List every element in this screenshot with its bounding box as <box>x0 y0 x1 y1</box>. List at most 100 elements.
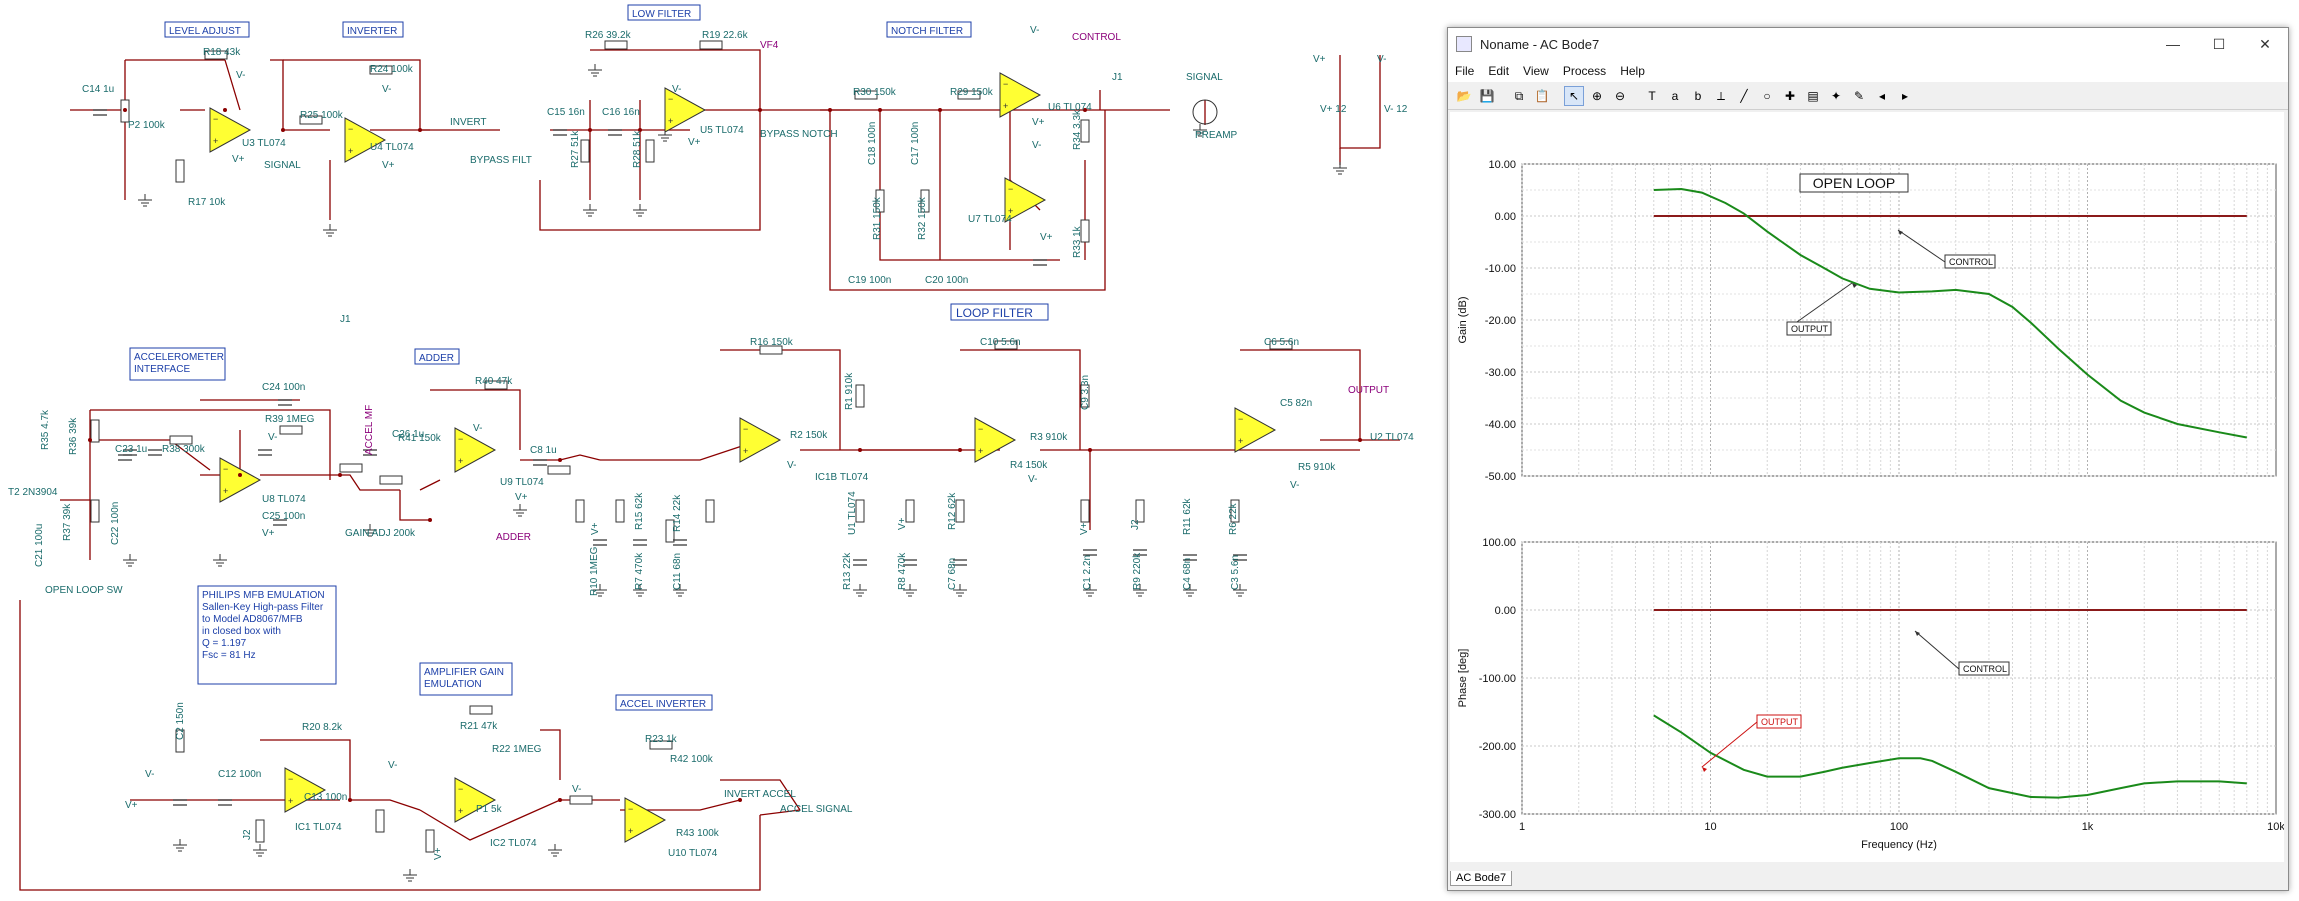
resistor[interactable] <box>369 65 393 75</box>
zoom-out-icon[interactable]: ⊖ <box>1614 89 1626 103</box>
opamp-symbol[interactable] <box>624 797 667 843</box>
menu-file[interactable]: File <box>1455 64 1475 78</box>
resistor[interactable] <box>649 740 673 750</box>
prev-icon[interactable]: ◂ <box>1878 89 1886 103</box>
opamp-symbol[interactable] <box>1004 177 1047 223</box>
capacitor[interactable] <box>1083 549 1097 556</box>
open-icon[interactable]: 📂 <box>1456 89 1472 103</box>
opamp-symbol[interactable] <box>219 457 262 503</box>
capacitor[interactable] <box>1233 554 1247 561</box>
capacitor[interactable] <box>953 559 967 566</box>
resistor[interactable] <box>957 90 981 100</box>
capacitor[interactable] <box>853 559 867 566</box>
resistor[interactable] <box>169 435 193 445</box>
resistor[interactable] <box>994 340 1018 350</box>
cursor-plus-icon[interactable]: ✚ <box>1784 89 1796 103</box>
capacitor[interactable] <box>363 449 377 456</box>
capacitor[interactable] <box>633 539 647 546</box>
resistor[interactable] <box>547 465 571 475</box>
resistor[interactable] <box>1080 219 1090 243</box>
resistor[interactable] <box>1080 384 1090 408</box>
resistor[interactable] <box>339 463 363 473</box>
opamp-symbol[interactable] <box>344 117 387 163</box>
resistor[interactable] <box>759 345 783 355</box>
resistor[interactable] <box>604 40 628 50</box>
resistor[interactable] <box>705 499 715 523</box>
capacitor[interactable] <box>123 449 137 456</box>
circle-icon[interactable]: ○ <box>1763 89 1771 103</box>
resistor[interactable] <box>90 499 100 523</box>
tab-ac-bode7[interactable]: AC Bode7 <box>1450 871 1513 886</box>
resistor[interactable] <box>615 499 625 523</box>
pen-icon[interactable]: ✎ <box>1853 89 1865 103</box>
paste-icon[interactable]: 📋 <box>1534 89 1550 103</box>
cursor-tool-icon[interactable]: ✦ <box>1830 89 1842 103</box>
capacitor[interactable] <box>903 559 917 566</box>
capacitor[interactable] <box>278 399 292 406</box>
resistor[interactable] <box>279 425 303 435</box>
resistor[interactable] <box>955 499 965 523</box>
capacitor[interactable] <box>93 109 107 116</box>
cursor-a-icon[interactable]: a <box>1671 89 1679 103</box>
opamp-symbol[interactable] <box>1234 407 1277 453</box>
resistor[interactable] <box>699 40 723 50</box>
menu-edit[interactable]: Edit <box>1488 64 1510 78</box>
capacitor[interactable] <box>673 539 687 546</box>
resistor[interactable] <box>175 159 185 183</box>
capacitor[interactable] <box>1133 549 1147 556</box>
opamp-symbol[interactable] <box>999 72 1042 118</box>
capacitor[interactable] <box>608 129 622 136</box>
capacitor[interactable] <box>118 454 132 461</box>
opamp-symbol[interactable] <box>454 777 497 823</box>
resistor[interactable] <box>375 809 385 833</box>
copy-icon[interactable]: ⧉ <box>1514 88 1524 103</box>
resistor[interactable] <box>255 819 265 843</box>
text-icon[interactable]: T <box>1648 89 1656 103</box>
menu-process[interactable]: Process <box>1562 64 1607 78</box>
resistor[interactable] <box>1135 499 1145 523</box>
capacitor[interactable] <box>173 799 187 806</box>
resistor[interactable] <box>299 115 323 125</box>
minimize-button[interactable]: — <box>2166 36 2180 52</box>
opamp-symbol[interactable] <box>209 107 252 153</box>
capacitor[interactable] <box>1183 554 1197 561</box>
next-icon[interactable]: ▸ <box>1901 89 1909 103</box>
zoom-in-icon[interactable]: ⊕ <box>1591 89 1603 103</box>
resistor[interactable] <box>905 499 915 523</box>
opamp-symbol[interactable] <box>664 87 707 133</box>
capacitor[interactable] <box>148 449 162 456</box>
resistor[interactable] <box>484 380 508 390</box>
resistor[interactable] <box>90 419 100 443</box>
resistor[interactable] <box>379 475 403 485</box>
capacitor[interactable] <box>1033 259 1047 266</box>
opamp-symbol[interactable] <box>739 417 782 463</box>
resistor[interactable] <box>855 499 865 523</box>
bar-icon[interactable]: ▤ <box>1807 89 1819 103</box>
capacitor[interactable] <box>273 519 287 526</box>
capacitor[interactable] <box>593 539 607 546</box>
resistor[interactable] <box>920 189 930 213</box>
maximize-button[interactable]: ☐ <box>2212 35 2226 52</box>
menu-help[interactable]: Help <box>1620 64 1645 78</box>
capacitor[interactable] <box>218 799 232 806</box>
resistor[interactable] <box>569 795 593 805</box>
opamp-symbol[interactable] <box>974 417 1017 463</box>
resistor[interactable] <box>175 729 185 753</box>
resistor[interactable] <box>665 519 675 543</box>
line-icon[interactable]: ╱ <box>1740 89 1748 103</box>
capacitor[interactable] <box>258 449 272 456</box>
resistor[interactable] <box>580 139 590 163</box>
signal-generator-icon[interactable] <box>1192 99 1218 125</box>
resistor[interactable] <box>854 90 878 100</box>
select-arrow-icon[interactable]: ↖ <box>1564 86 1584 106</box>
resistor[interactable] <box>1269 340 1293 350</box>
close-button[interactable]: ✕ <box>2259 35 2271 52</box>
resistor[interactable] <box>645 139 655 163</box>
resistor[interactable] <box>204 50 228 60</box>
resistor[interactable] <box>1080 499 1090 523</box>
resistor[interactable] <box>855 384 865 408</box>
capacitor[interactable] <box>553 129 567 136</box>
resistor[interactable] <box>469 705 493 715</box>
opamp-symbol[interactable] <box>284 767 327 813</box>
